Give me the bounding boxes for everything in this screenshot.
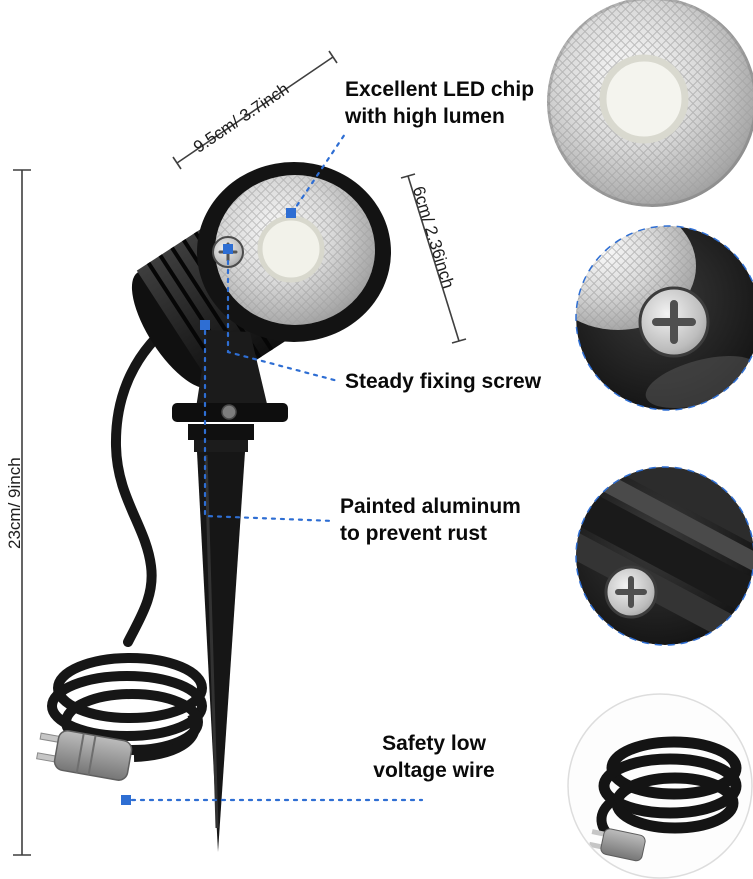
inset-led-center	[599, 54, 689, 144]
inset-aluminum-body-closeup	[576, 467, 753, 645]
callout-fixing-screw-line1: Steady fixing screw	[345, 370, 542, 393]
callout-aluminum-line2: to prevent rust	[340, 522, 488, 545]
lamp-head	[131, 162, 391, 422]
callout-voltage-wire: Safety low voltage wire	[368, 730, 500, 784]
inset-plug	[588, 828, 646, 862]
led-chip	[257, 215, 325, 283]
inset-voltage-wire-closeup	[568, 694, 752, 878]
callout-led-chip: Excellent LED chip with high lumen	[345, 76, 534, 130]
inset-voltage-wire-border	[567, 693, 753, 879]
bracket-screw	[221, 404, 237, 420]
callout-led-chip-line1: Excellent LED chip	[345, 78, 535, 101]
marker-led	[286, 208, 296, 218]
callout-led-chip-line2: with high lumen	[345, 105, 505, 128]
dimension-length-line	[176, 56, 334, 164]
inset-aluminum-body-border	[575, 466, 753, 646]
callout-aluminum-line1: Painted aluminum	[340, 495, 521, 518]
inset-fixing-screw-border	[575, 225, 753, 411]
leader-aluminum	[203, 329, 336, 523]
power-plug	[36, 730, 133, 781]
callout-markers	[121, 208, 296, 805]
leader-led	[290, 129, 349, 215]
leader-screw	[226, 259, 340, 383]
callout-voltage-wire-line2: voltage wire	[373, 759, 495, 782]
marker-aluminum	[200, 320, 210, 330]
ground-stake	[188, 424, 254, 852]
callout-voltage-wire-line1: Safety low	[382, 732, 486, 755]
callout-fixing-screw: Steady fixing screw	[345, 368, 541, 395]
dimension-diameter-line	[407, 175, 460, 342]
dimension-total-height-label: 23cm/ 9inch	[5, 457, 24, 549]
callout-leaders	[130, 129, 424, 802]
power-cord	[47, 315, 207, 762]
callout-aluminum: Painted aluminum to prevent rust	[340, 493, 521, 547]
dimension-lines	[13, 50, 467, 856]
inset-fixing-screw-closeup	[576, 226, 753, 410]
marker-screw	[223, 244, 233, 254]
marker-wire	[121, 795, 131, 805]
inset-led-chip-closeup	[547, 0, 753, 207]
mounting-bracket	[196, 330, 268, 408]
